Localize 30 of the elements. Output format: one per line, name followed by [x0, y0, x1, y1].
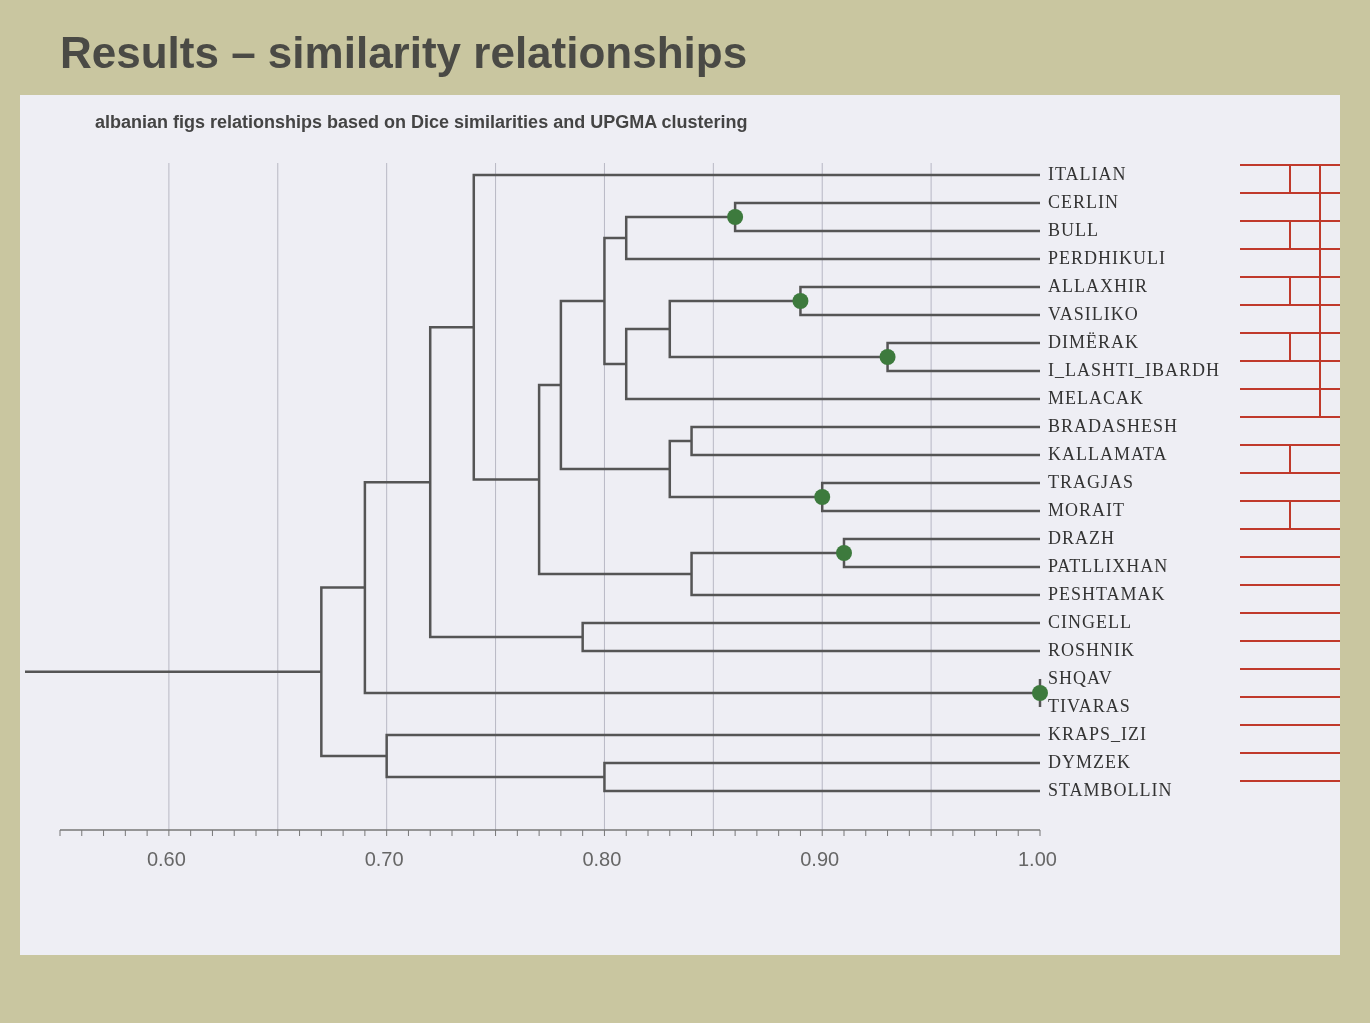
- leaf-label: VASILIKO: [1048, 304, 1139, 325]
- axis-tick-label: 0.90: [800, 848, 840, 871]
- leaf-label: KRAPS_IZI: [1048, 724, 1147, 745]
- axis-tick-label: 0.80: [582, 848, 622, 871]
- slide-title: Results – similarity relationships: [60, 28, 748, 78]
- leaf-label: BRADASHESH: [1048, 416, 1179, 437]
- axis-tick-label: 0.60: [146, 848, 186, 871]
- leaf-label: MELACAK: [1048, 388, 1144, 409]
- leaf-label: CERLIN: [1048, 192, 1119, 213]
- leaf-label: I_LASHTI_IBARDH: [1048, 360, 1220, 381]
- axis-tick-label: 1.00: [1018, 848, 1057, 871]
- axis-tick-label: 0.70: [364, 848, 404, 871]
- leaf-label: ITALIAN: [1048, 164, 1127, 185]
- leaf-label: TRAGJAS: [1048, 472, 1134, 493]
- leaf-label: PATLLIXHAN: [1048, 556, 1169, 577]
- leaf-label: KALLAMATA: [1048, 444, 1168, 465]
- leaf-label: ALLAXHIR: [1048, 276, 1148, 297]
- leaf-label: TIVARAS: [1048, 696, 1131, 717]
- chart-subtitle: albanian figs relationships based on Dice similarities and UPGMA clustering: [95, 112, 748, 133]
- leaf-label: MORAIT: [1048, 500, 1125, 521]
- leaf-label: DYMZEK: [1048, 752, 1131, 773]
- leaf-label: DRAZH: [1048, 528, 1115, 549]
- leaf-label: DIMËRAK: [1048, 332, 1139, 353]
- leaf-label: SHQAV: [1048, 668, 1113, 689]
- leaf-label: PESHTAMAK: [1048, 584, 1166, 605]
- leaf-label: ROSHNIK: [1048, 640, 1135, 661]
- leaf-label: CINGELL: [1048, 612, 1132, 633]
- leaf-label: PERDHIKULI: [1048, 248, 1166, 269]
- leaf-label: STAMBOLLIN: [1048, 780, 1173, 801]
- leaf-label: BULL: [1048, 220, 1099, 241]
